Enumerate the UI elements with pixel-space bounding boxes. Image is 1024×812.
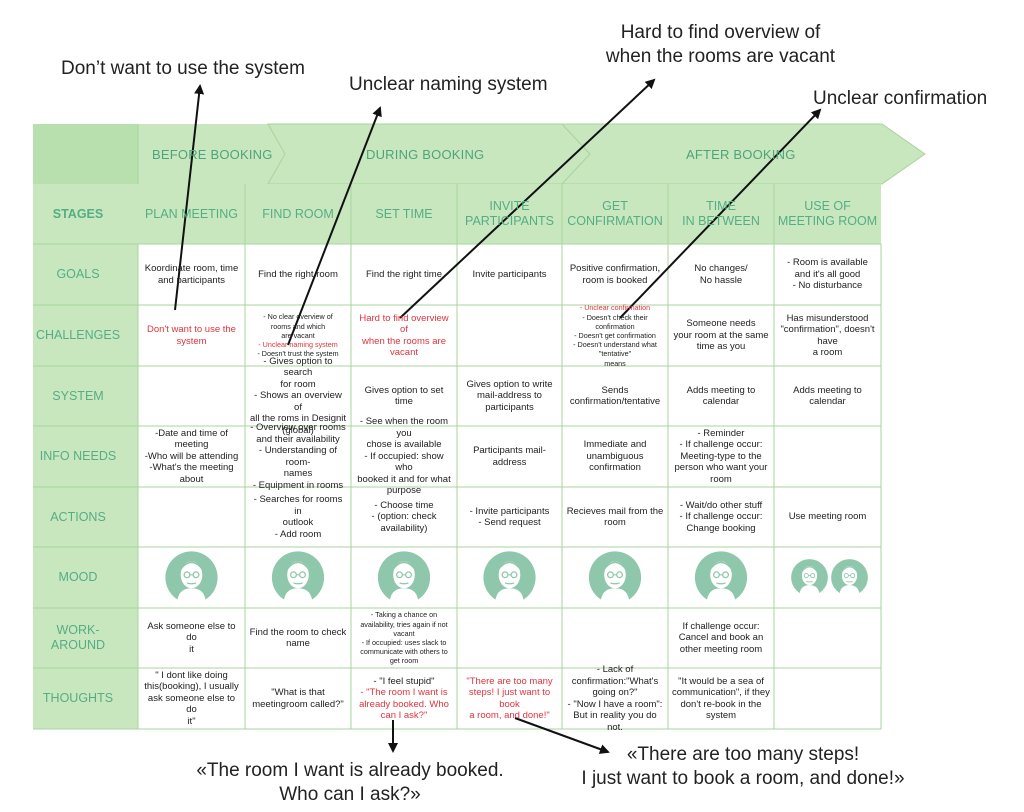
thought-cell-plan-meeting: " I dont like doing this(booking), I usu…	[144, 669, 239, 727]
system-cell-invite-participants: Gives option to write mail-address to pa…	[466, 378, 553, 413]
stage-header-time-in-between: TIME IN BETWEEN	[682, 199, 760, 228]
row-label-goals: GOALS	[56, 267, 100, 281]
system-cell-set-time: Gives option to set time	[364, 384, 444, 408]
goals-cell-time-in-between: No changes/ No hassle	[694, 263, 748, 286]
goals-cell-get-confirmation: Positive confirmation, room is booked	[569, 263, 661, 286]
challenge-cell-invite-participants	[457, 305, 562, 366]
row-label-column	[33, 184, 138, 729]
challenge-cell-set-time: Hard to find overview of when the rooms …	[359, 312, 449, 359]
thought-cell-set-time: - "I feel stupid"- "The room I want is a…	[351, 668, 457, 729]
challenge-doesnt-trust: - Doesn't trust the system	[257, 349, 339, 359]
annotation-too-many-line2: I just want to book a room, and done!»	[581, 768, 905, 789]
thought-feel-stupid: - "I feel stupid"	[373, 675, 435, 687]
annotation-too-many-steps: «There are too many steps! I just want t…	[568, 743, 918, 791]
phase-after-booking: AFTER BOOKING	[686, 146, 796, 162]
stage-header-set-time: SET TIME	[375, 206, 433, 221]
phase-band	[33, 123, 926, 185]
row-label-challenges: CHALLENGES	[35, 328, 121, 342]
workaround-cell-use-of-meeting-room	[774, 608, 881, 668]
stage-header-invite-participants: INVITE PARTICIPANTS	[465, 199, 554, 228]
arrow-unclear-confirmation	[619, 108, 822, 319]
annotation-room-booked: «The room I want is already booked. Who …	[185, 759, 515, 807]
annotation-too-many-line1: «There are too many steps!	[626, 744, 860, 765]
info-needs-cell-use-of-meeting-room	[774, 426, 881, 487]
system-cell-use-of-meeting-room: Adds meeting to calendar	[793, 384, 862, 408]
annotation-hard-to-find-line1: Hard to find overview of	[620, 22, 821, 43]
challenge-unclear-naming: - Unclear naming system	[258, 340, 338, 350]
info-needs-cell-set-time: - See when the room you chose is availab…	[357, 416, 451, 496]
stages-header-row	[138, 184, 881, 244]
goals-cell-plan-meeting: Koordinate room, time and participants	[144, 263, 239, 286]
annotation-room-booked-line2: Who can I ask?»	[279, 784, 421, 805]
stages-label: STAGES	[52, 206, 104, 221]
actions-cell-invite-participants: - Invite participants - Send request	[469, 505, 550, 529]
phase-during-booking: DURING BOOKING	[366, 146, 485, 162]
row-label-thoughts: THOUGHTS	[42, 691, 114, 705]
stage-header-use-of-meeting-room: USE OF MEETING ROOM	[777, 199, 878, 228]
table-grid	[33, 184, 881, 730]
thought-cell-time-in-between: "It would be a sea of communication", if…	[672, 675, 770, 722]
annotation-arrows	[174, 78, 822, 754]
workaround-cell-invite-participants	[457, 608, 562, 668]
info-needs-cell-get-confirmation: Immediate and unambiguous confirmation	[583, 439, 647, 474]
row-label-actions: ACTIONS	[50, 509, 106, 524]
actions-cell-find-room: - Searches for rooms in outlook - Add ro…	[253, 494, 343, 540]
goals-cell-invite-participants: Invite participants	[472, 268, 547, 280]
arrow-unclear-naming	[287, 106, 382, 346]
challenge-cell-use-of-meeting-room: Has misunderstood "confirmation", doesn'…	[780, 312, 875, 359]
challenge-unclear-confirmation: - Unclear confirmation	[579, 303, 651, 313]
annotation-hard-to-find: Hard to find overview of when the rooms …	[598, 21, 843, 69]
stage-header-get-confirmation: GET CONFIRMATION	[567, 199, 663, 228]
actions-cell-get-confirmation: Recieves mail from the room	[566, 505, 664, 529]
info-needs-cell-time-in-between: - Reminder - If challenge occur: Meeting…	[674, 427, 768, 485]
annotation-dont-want: Don’t want to use the system	[61, 58, 305, 79]
phase-before-booking: BEFORE BOOKING	[152, 146, 273, 162]
challenge-cell-find-room: - No clear overview of rooms and which a…	[245, 305, 351, 366]
actions-cell-time-in-between: - Wait/do other stuff - If challenge occ…	[679, 499, 763, 534]
thought-cell-find-room: "What is that meetingroom called?"	[252, 687, 344, 710]
challenge-cell-time-in-between: Someone needs your room at the same time…	[673, 318, 769, 353]
arrow-dont-want	[174, 84, 205, 311]
challenge-no-overview: - No clear overview of rooms and which a…	[263, 312, 333, 340]
system-cell-get-confirmation: Sends confirmation/tentative	[569, 384, 661, 408]
challenge-cell-plan-meeting: Don't want to use the system	[147, 324, 236, 347]
stage-header-find-room: FIND ROOM	[262, 206, 334, 221]
workaround-cell-time-in-between: If challenge occur: Cancel and book an o…	[678, 620, 764, 655]
workaround-cell-find-room: Find the room to check name	[249, 626, 347, 650]
workaround-cell-get-confirmation	[562, 608, 668, 668]
workaround-cell-set-time: - Taking a chance on availability, tries…	[360, 610, 448, 666]
system-cell-find-room: - Gives option to search for room - Show…	[249, 356, 347, 436]
thought-cell-get-confirmation: - Lack of confirmation:"What's going on?…	[567, 664, 663, 733]
info-needs-cell-plan-meeting: -Date and time of meeting -Who will be a…	[144, 427, 239, 485]
challenge-cell-get-confirmation: - Unclear confirmation- Doesn't check th…	[562, 303, 668, 368]
row-label-system: SYSTEM	[52, 388, 104, 403]
goals-cell-use-of-meeting-room: - Room is available and it's all good - …	[787, 257, 868, 292]
thought-cell-invite-participants: "There are too many steps! I just want t…	[466, 675, 553, 722]
row-label-info-needs: INFO NEEDS	[39, 449, 117, 463]
actions-cell-plan-meeting	[138, 487, 245, 547]
annotation-unclear-confirmation: Unclear confirmation	[813, 88, 988, 109]
thought-cell-use-of-meeting-room	[774, 668, 881, 729]
annotation-unclear-naming: Unclear naming system	[349, 74, 548, 95]
actions-cell-use-of-meeting-room: Use meeting room	[788, 511, 867, 523]
challenge-confirmation-issues: - Doesn't check their confirmation - Doe…	[573, 312, 657, 368]
goals-cell-find-room: Find the right room	[258, 268, 338, 280]
system-cell-plan-meeting	[138, 366, 245, 426]
thought-room-booked: - "The room I want is already booked. Wh…	[359, 687, 449, 721]
workaround-cell-plan-meeting: Ask someone else to do it	[147, 620, 236, 655]
system-cell-time-in-between: Adds meeting to calendar	[686, 384, 756, 408]
row-label-work-around: WORK- AROUND	[50, 623, 106, 652]
info-needs-cell-invite-participants: Participants mail-address	[473, 445, 546, 468]
arrow-too-many-steps	[514, 717, 610, 754]
row-label-mood: MOOD	[58, 570, 98, 584]
goals-cell-set-time: Find the right time	[365, 268, 443, 280]
actions-cell-set-time: - Choose time - (option: check availabil…	[371, 499, 437, 534]
info-needs-cell-find-room: - Overview over rooms and their availabi…	[250, 422, 346, 491]
annotation-room-booked-line1: «The room I want is already booked.	[196, 760, 504, 781]
annotation-hard-to-find-line2: when the rooms are vacant	[605, 46, 836, 67]
stage-header-plan-meeting: PLAN MEETING	[144, 206, 239, 221]
arrow-hard-to-find	[399, 78, 656, 319]
